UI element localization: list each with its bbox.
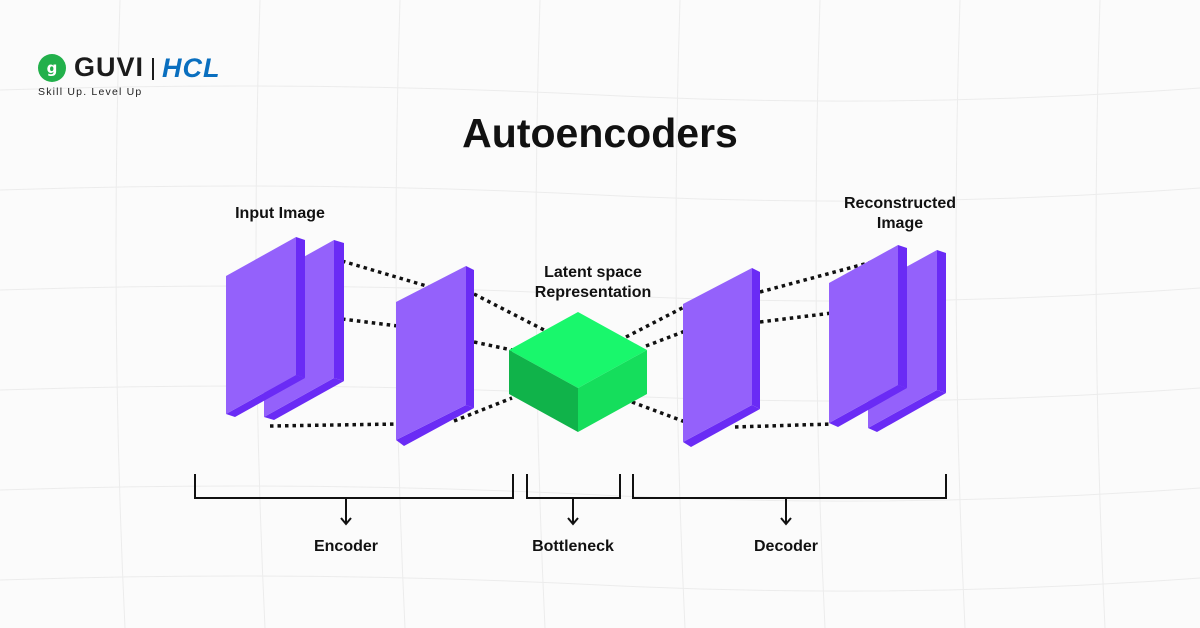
bottleneck-bracket (526, 474, 621, 499)
connector-line (453, 396, 513, 423)
latent-space-label: Latent space Representation (500, 263, 686, 303)
guvi-logo-glyph: g (46, 59, 58, 77)
connector-line (473, 340, 513, 352)
decoder-label: Decoder (753, 538, 819, 555)
guvi-leaf-icon: g (38, 54, 66, 82)
bottleneck-label: Bottleneck (532, 538, 614, 555)
reconstructed-image-label: Reconstructed Image (800, 194, 1000, 234)
decoder-arrowhead-icon (780, 517, 792, 526)
connector-line (269, 422, 399, 428)
connector-line (734, 422, 833, 429)
reconstructed-label-line1: Reconstructed (843, 195, 957, 212)
encoder-bracket (194, 474, 514, 499)
connector-line (473, 292, 547, 333)
brand-divider (152, 58, 154, 80)
connector-line (341, 259, 431, 289)
cube-left-face (509, 350, 578, 432)
cube-right-face (578, 350, 647, 432)
connector-line (625, 303, 689, 339)
input-image-label: Input Image (235, 205, 325, 222)
encoder-arrowhead-icon (340, 517, 352, 526)
connector-line (631, 400, 689, 425)
brand-tagline: Skill Up. Level Up (38, 86, 143, 98)
connector-line (645, 328, 689, 348)
encoder-label: Encoder (313, 538, 378, 555)
partner-name: HCL (162, 53, 221, 83)
section-brackets (194, 474, 947, 526)
connector-line (341, 317, 399, 328)
input-image-layer-front (226, 237, 305, 417)
encoder-hidden-layer (396, 266, 474, 446)
brand-name: GUVI (74, 52, 145, 82)
bottleneck-arrowhead-icon (567, 517, 579, 526)
page-title: Autoencoders (462, 110, 738, 156)
reconstructed-image-layer-front (829, 245, 907, 427)
latent-label-line2: Representation (534, 284, 652, 301)
latent-cube (509, 312, 647, 432)
connection-lines (269, 259, 873, 429)
decoder-hidden-layer (683, 268, 760, 447)
latent-label-line1: Latent space (544, 264, 642, 281)
decoder-bracket (632, 474, 947, 499)
reconstructed-label-line2: Image (876, 215, 924, 232)
connector-line (759, 311, 833, 324)
